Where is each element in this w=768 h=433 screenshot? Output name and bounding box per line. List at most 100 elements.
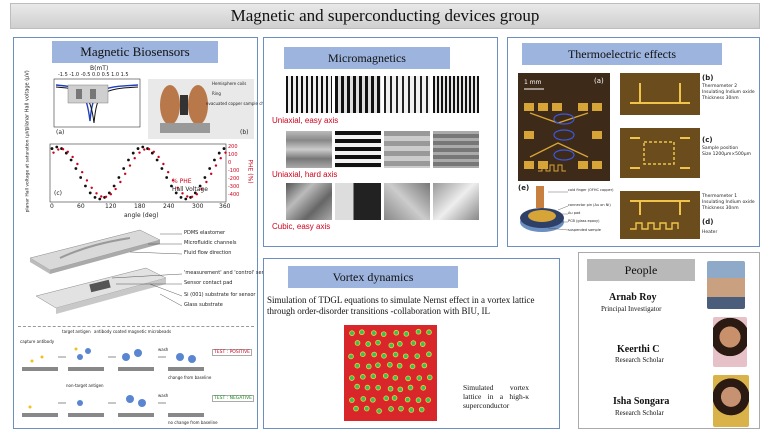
- angle-tick-0: 0: [50, 203, 54, 210]
- panel-a-label: (a): [56, 129, 65, 136]
- phe-point: [205, 180, 208, 184]
- angle-y-right-label: PHE (%): [246, 159, 254, 184]
- assay-schematic: target antigen antibody coated magnetic …: [18, 326, 254, 427]
- hall-point: [208, 167, 212, 170]
- vortex-core: [348, 353, 354, 360]
- scale-bar-label: 1 mm: [524, 79, 542, 86]
- vortex-core: [402, 353, 409, 360]
- vortex-core: [414, 353, 421, 359]
- micromagnetics-title: Micromagnetics: [328, 50, 406, 65]
- phe-y-label: planar Hall voltage (μV): [24, 70, 31, 130]
- member-name-arnab: Arnab Roy: [609, 292, 657, 303]
- assay-capture: capture antibody: [20, 339, 55, 344]
- row-label-uniaxial-easy: Uniaxial, easy axis: [272, 116, 339, 125]
- phe-point: [219, 157, 222, 160]
- pcb-label: PCB (glass epoxy): [568, 219, 600, 223]
- connector-pin-label: connector pin (Au on Ni): [568, 203, 611, 207]
- people-header: People: [587, 259, 695, 281]
- phe-points: [52, 148, 227, 198]
- angle-tick-300: 300: [192, 203, 204, 210]
- hall-point: [160, 167, 164, 170]
- au-pad-label: Au pad: [568, 211, 581, 215]
- panel-b-label: (b): [240, 129, 249, 136]
- photo-isha-songara: [713, 375, 749, 427]
- right-tick-3: 0: [228, 160, 232, 166]
- sim-tile-1-1: [286, 76, 332, 113]
- phe-point: [52, 151, 55, 154]
- phe-point: [200, 187, 203, 191]
- assay-non-target: non-target antigen: [66, 383, 104, 388]
- vortex-cores: [348, 328, 433, 414]
- vortex-core: [391, 395, 398, 401]
- vortex-core: [364, 384, 371, 391]
- vortex-core: [398, 405, 404, 412]
- sim-tile-1-2: [335, 76, 381, 113]
- vortex-core: [360, 374, 366, 380]
- magnetic-biosensors-header: Magnetic Biosensors: [52, 41, 218, 63]
- channels-label: Microfluidic channels: [184, 240, 237, 246]
- vortex-header: Vortex dynamics: [288, 266, 458, 288]
- vortex-core: [349, 397, 355, 403]
- phe-point: [181, 192, 184, 195]
- sim-tile-2-4: [433, 131, 479, 168]
- cold-finger-label: cold finger (OFHC copper): [568, 188, 614, 192]
- vortex-core: [360, 396, 367, 402]
- member-role-keerthi: Research Scholar: [615, 356, 664, 364]
- vortex-core: [376, 408, 382, 414]
- micromagnetics-header: Micromagnetics: [284, 47, 450, 69]
- hall-point: [117, 176, 121, 179]
- phe-point: [57, 148, 60, 151]
- phe-point: [143, 148, 146, 151]
- member-role-isha: Research Scholar: [615, 409, 664, 417]
- thermoelectric-title: Thermoelectric effects: [567, 46, 677, 61]
- vortex-core: [387, 361, 393, 368]
- hall-point: [170, 184, 173, 188]
- thermoelectric-panel: Thermoelectric effects 1 mm (a) (b): [507, 37, 760, 247]
- phe-point: [176, 186, 179, 189]
- vortex-core: [360, 351, 366, 357]
- sim-tile-1-4: [433, 76, 479, 113]
- vortex-core: [407, 384, 414, 391]
- vortex-core: [392, 374, 399, 381]
- angle-tick-180: 180: [134, 203, 146, 210]
- phe-point: [61, 148, 65, 151]
- sim-tile-2-1: [286, 131, 332, 168]
- fluid-flow-label: Fluid flow direction: [184, 250, 232, 256]
- photo-keerthi-c: [713, 317, 747, 367]
- phe-point: [80, 170, 84, 174]
- assay-change: change from baseline: [168, 375, 212, 380]
- right-tick-2: 100: [228, 152, 238, 158]
- vortex-core: [415, 397, 422, 403]
- probe-drawing: [520, 186, 569, 232]
- people-panel: People Arnab Roy Principal Investigator …: [578, 252, 760, 429]
- hall-point: [184, 197, 188, 201]
- vortex-core: [371, 330, 377, 336]
- micromagnetics-panel: Micromagnetics Uniaxial, easy axis Uniax…: [263, 37, 498, 247]
- panel-b-thermo: (b): [702, 74, 714, 82]
- photo-arnab-roy: [707, 261, 745, 309]
- sim-tile-3-1: [286, 183, 332, 220]
- phe-point: [190, 195, 194, 198]
- sample-drawing: [620, 128, 700, 178]
- hall-point: [55, 145, 59, 149]
- row-label-uniaxial-hard: Uniaxial, hard axis: [272, 170, 338, 179]
- vortex-core: [426, 329, 432, 336]
- thermometer2-drawing: [620, 73, 700, 115]
- vortex-core: [387, 385, 394, 392]
- hall-point: [74, 167, 78, 170]
- sim-tile-3-4: [433, 183, 479, 220]
- assay-target-antigen: target antigen: [62, 329, 91, 334]
- vortex-core: [396, 362, 403, 369]
- vortex-core: [408, 407, 415, 413]
- thermometer1-note: Thermometer 1 Insulating Indium oxide Th…: [702, 194, 755, 211]
- phe-point: [224, 151, 227, 154]
- thermo-chip-photo: 1 mm (a): [518, 73, 610, 181]
- phe-point: [138, 151, 141, 154]
- vortex-core: [388, 342, 395, 349]
- right-tick-4: -100: [228, 168, 240, 174]
- phe-point: [195, 192, 199, 196]
- vortex-core: [363, 405, 370, 412]
- vortex-core: [349, 375, 355, 381]
- sim-tile-1-3: [384, 76, 430, 113]
- hall-point: [141, 145, 145, 149]
